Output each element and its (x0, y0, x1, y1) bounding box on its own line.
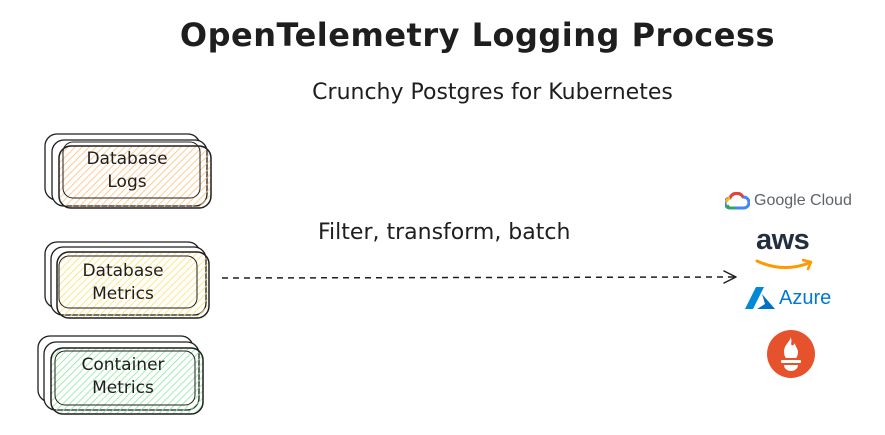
source-label-line1: Database (82, 261, 164, 281)
source-label-line2: Metrics (92, 284, 154, 304)
diagram-subtitle: Crunchy Postgres for Kubernetes (312, 80, 673, 105)
prometheus-icon (767, 330, 815, 378)
source-label: Database Metrics (53, 260, 193, 306)
source-label-line1: Database (86, 149, 168, 169)
dashed-arrow (222, 270, 737, 284)
aws-label: aws (756, 224, 810, 256)
azure-label: Azure (779, 287, 832, 309)
aws-smile-icon (755, 258, 813, 271)
source-label: Container Metrics (53, 354, 193, 400)
edge-label: Filter, transform, batch (318, 220, 571, 245)
source-label-line2: Metrics (92, 378, 154, 398)
source-database-metrics: Database Metrics (44, 241, 210, 319)
source-label-line1: Container (81, 355, 165, 375)
source-database-logs: Database Logs (44, 133, 212, 209)
stacked-box-shape (44, 241, 210, 319)
google-cloud-label: Google Cloud (754, 192, 852, 209)
diagram-title: OpenTelemetry Logging Process (179, 16, 776, 54)
source-container-metrics: Container Metrics (37, 335, 204, 415)
source-label: Database Logs (57, 148, 197, 194)
stacked-box-shape (44, 133, 212, 209)
google-cloud-icon (725, 192, 750, 210)
azure-icon (745, 287, 775, 309)
stacked-box-shape (37, 335, 204, 415)
source-label-line2: Logs (107, 172, 147, 192)
